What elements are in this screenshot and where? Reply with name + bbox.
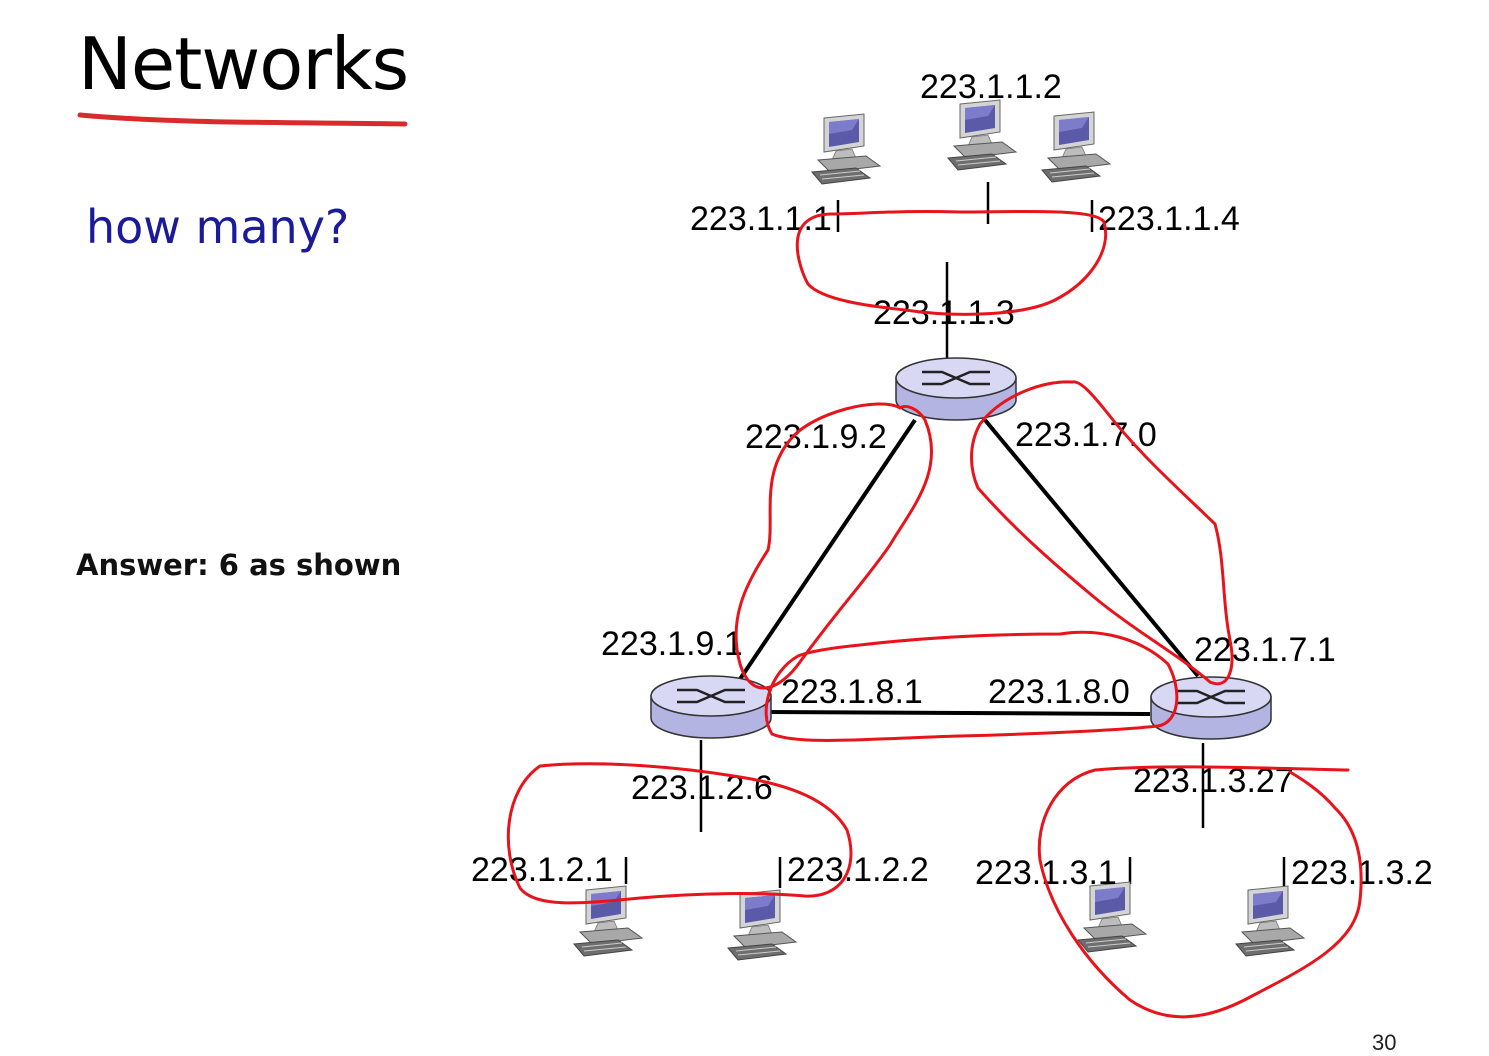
desktop-computer-icon	[811, 113, 881, 185]
slide-title: Networks	[78, 22, 409, 106]
annotations	[506, 209, 1363, 1019]
links	[736, 418, 1200, 716]
desktop-computer-icon	[727, 889, 797, 961]
desktop-computer-icon	[947, 99, 1017, 171]
subnet-loop-bottom-right	[1037, 765, 1363, 1019]
ip-label: 223.1.2.1	[471, 851, 613, 889]
title-underline	[77, 112, 408, 127]
subnet-loop-right-link	[970, 380, 1234, 686]
link-router-top-right	[983, 418, 1200, 678]
ip-label: 223.1.2.6	[631, 769, 773, 807]
link-router-left-right	[767, 710, 1151, 716]
desktop-computer-icon	[1235, 885, 1305, 957]
ip-label: 223.1.8.0	[988, 673, 1130, 711]
ip-label: 223.1.2.2	[787, 851, 929, 889]
ip-label: 223.1.1.4	[1098, 200, 1240, 238]
answer-text: Answer: 6 as shown	[76, 548, 402, 582]
subnet-loop-top	[795, 209, 1107, 316]
ip-label: 223.1.9.1	[601, 625, 743, 663]
desktop-computer-icon	[1041, 111, 1111, 183]
desktop-computer-icon	[1077, 881, 1147, 953]
ip-label: 223.1.9.2	[745, 418, 887, 456]
link-router-top-left	[736, 418, 917, 684]
desktop-computer-icon	[573, 885, 643, 957]
ip-labels: 223.1.1.2 223.1.1.1 223.1.1.4 223.1.1.3 …	[471, 68, 1433, 892]
router-icon	[1149, 675, 1273, 741]
stubs	[624, 182, 1286, 888]
subnet-loop-bottom-link	[764, 630, 1179, 742]
ip-label: 223.1.7.0	[1015, 416, 1157, 454]
subnet-loop-bottom-left	[506, 762, 853, 905]
ip-label: 223.1.1.2	[920, 68, 1062, 106]
subnet-loop-left-link	[734, 402, 934, 690]
ip-label: 223.1.7.1	[1194, 631, 1336, 669]
question-text: how many?	[86, 200, 350, 254]
ip-label: 223.1.8.1	[781, 673, 923, 711]
